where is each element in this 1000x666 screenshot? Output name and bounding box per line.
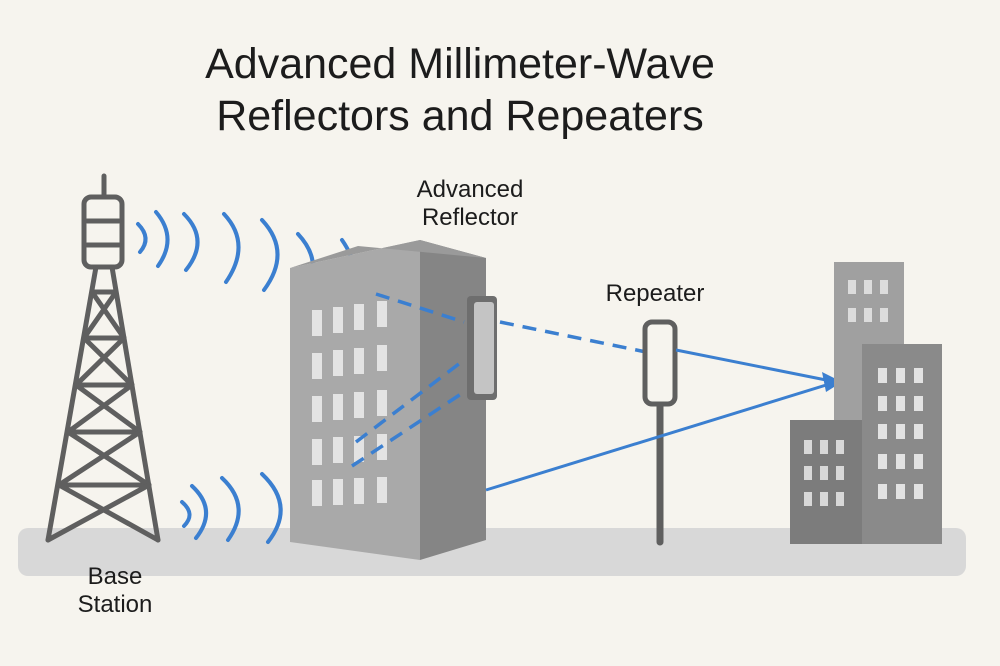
reflector-label: Advanced Reflector <box>380 176 560 232</box>
reflector-building <box>290 240 486 560</box>
title-line-2: Reflectors and Repeaters <box>216 92 704 140</box>
base-station-label: Base Station <box>40 563 190 619</box>
reflector-label-line-1: Advanced <box>416 176 524 203</box>
arrowhead <box>822 372 842 392</box>
page-title: Advanced Millimeter-Wave Reflectors and … <box>120 38 800 142</box>
base-station-label-line-2: Station <box>77 591 153 618</box>
base-station-label-line-1: Base <box>87 563 143 590</box>
reflector-label-line-2: Reflector <box>421 204 519 231</box>
repeater-icon <box>642 319 678 546</box>
cell-tower-icon <box>45 173 161 543</box>
reflector-panel-icon <box>467 296 497 400</box>
repeater-label: Repeater <box>605 280 705 307</box>
dashed-signal-beams <box>351 292 647 468</box>
city-buildings-icon <box>790 262 942 544</box>
solid-signal-beams <box>485 348 837 492</box>
title-line-1: Advanced Millimeter-Wave <box>205 40 715 88</box>
ground-strip <box>18 528 966 576</box>
